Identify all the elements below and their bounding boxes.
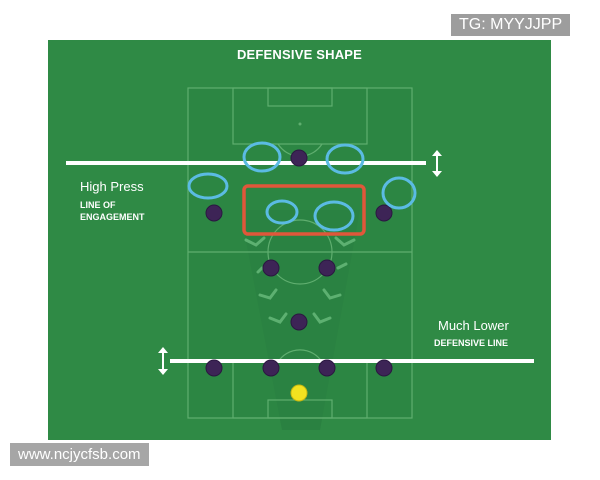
press-circles xyxy=(187,141,417,232)
arrow-right-1 xyxy=(334,236,356,247)
line-of-engagement-label: LINE OF ENGAGEMENT xyxy=(80,199,145,223)
arrow-right-3 xyxy=(312,312,332,324)
arrow-right-4 xyxy=(336,262,348,270)
player-goalkeeper xyxy=(290,384,308,402)
player-center-back-right xyxy=(318,359,336,377)
arrow-left-1 xyxy=(244,236,266,247)
defensive-line xyxy=(170,359,534,363)
defensive-double-arrow xyxy=(158,347,168,375)
top-six-yard-box xyxy=(267,87,333,107)
high-press-label: High Press xyxy=(80,179,144,194)
motion-arrows xyxy=(244,236,356,324)
press-circle-top-right xyxy=(325,143,365,175)
players xyxy=(205,149,393,377)
much-lower-label: Much Lower xyxy=(438,318,509,333)
watermark-bottom-left: www.ncjycfsb.com xyxy=(10,443,149,466)
bottom-penalty-arc xyxy=(277,349,323,363)
top-penalty-spot xyxy=(298,122,302,126)
player-left-back xyxy=(205,359,223,377)
engagement-text: ENGAGEMENT xyxy=(80,212,145,222)
player-right-winger xyxy=(375,204,393,222)
watermark-top-right: TG: MYYJJPP xyxy=(451,14,571,36)
arrow-right-2 xyxy=(322,288,342,300)
midfield-highlight-box xyxy=(242,184,366,236)
center-circle xyxy=(267,219,333,285)
player-striker xyxy=(290,149,308,167)
player-center-back-left xyxy=(262,359,280,377)
line-of-text: LINE OF xyxy=(80,200,116,210)
press-circle-inner-right xyxy=(313,200,355,232)
defensive-line-label: DEFENSIVE LINE xyxy=(434,338,509,348)
press-circle-wide-left xyxy=(187,172,229,200)
diagram-title: DEFENSIVE SHAPE xyxy=(236,47,363,62)
arrow-left-3 xyxy=(268,312,288,324)
arrow-left-4 xyxy=(256,266,264,274)
press-circle-inner-left xyxy=(265,199,299,225)
engagement-double-arrow xyxy=(432,150,442,177)
player-mid-right xyxy=(318,259,336,277)
player-holding-mid xyxy=(290,313,308,331)
player-right-back xyxy=(375,359,393,377)
player-left-winger xyxy=(205,204,223,222)
player-mid-left xyxy=(262,259,280,277)
press-circle-top-left xyxy=(242,141,282,173)
press-circle-wide-right xyxy=(381,176,417,210)
pitch-markings xyxy=(187,87,413,419)
arrow-left-2 xyxy=(258,288,278,300)
